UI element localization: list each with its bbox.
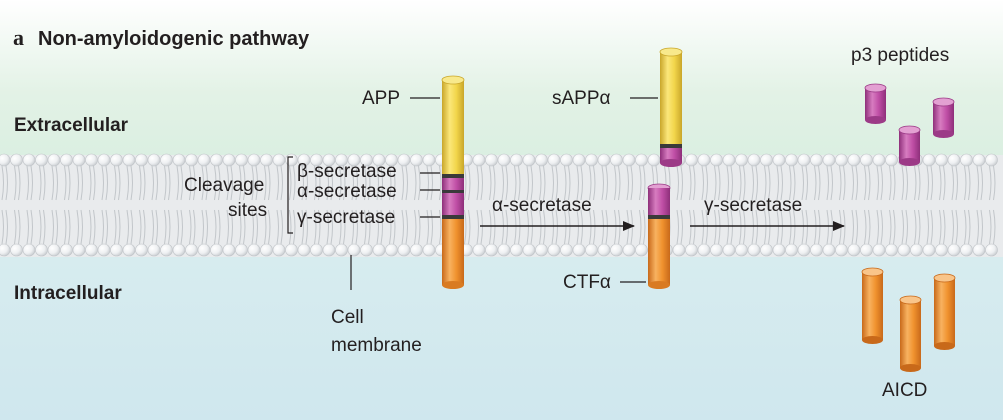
gamma-secretase-site: γ-secretase [297,207,396,228]
ctfa-label: CTFα [563,272,611,293]
title-text: Non-amyloidogenic pathway [38,28,310,50]
p3-label: p3 peptides [851,45,950,66]
sappa-fragment [659,47,683,167]
aicd-label: AICD [882,380,928,401]
leader-lines [287,97,658,290]
beta-secretase-site: β-secretase [297,161,397,182]
cell-membrane [0,153,1003,257]
app-protein [441,75,465,289]
cleavage-label-line1: Cleavage [184,175,265,196]
alpha-secretase-site: α-secretase [297,181,397,202]
cell-membrane-label-line1: Cell [331,307,364,328]
sappa-label: sAPPα [552,88,611,109]
app-label: APP [362,88,401,109]
arrow-step2-label: γ-secretase [704,195,803,216]
intracellular-label: Intracellular [14,283,122,304]
panel-letter: a [13,25,24,50]
arrow-step1-label: α-secretase [492,195,592,216]
cell-membrane-label-line2: membrane [331,335,422,356]
ctfa-fragment [647,183,671,289]
cleavage-label-line2: sites [228,200,268,221]
aicd-fragments [861,267,956,372]
p3-peptides [864,83,955,166]
panel-title: a Non-amyloidogenic pathway [13,25,309,51]
extracellular-label: Extracellular [14,115,129,136]
